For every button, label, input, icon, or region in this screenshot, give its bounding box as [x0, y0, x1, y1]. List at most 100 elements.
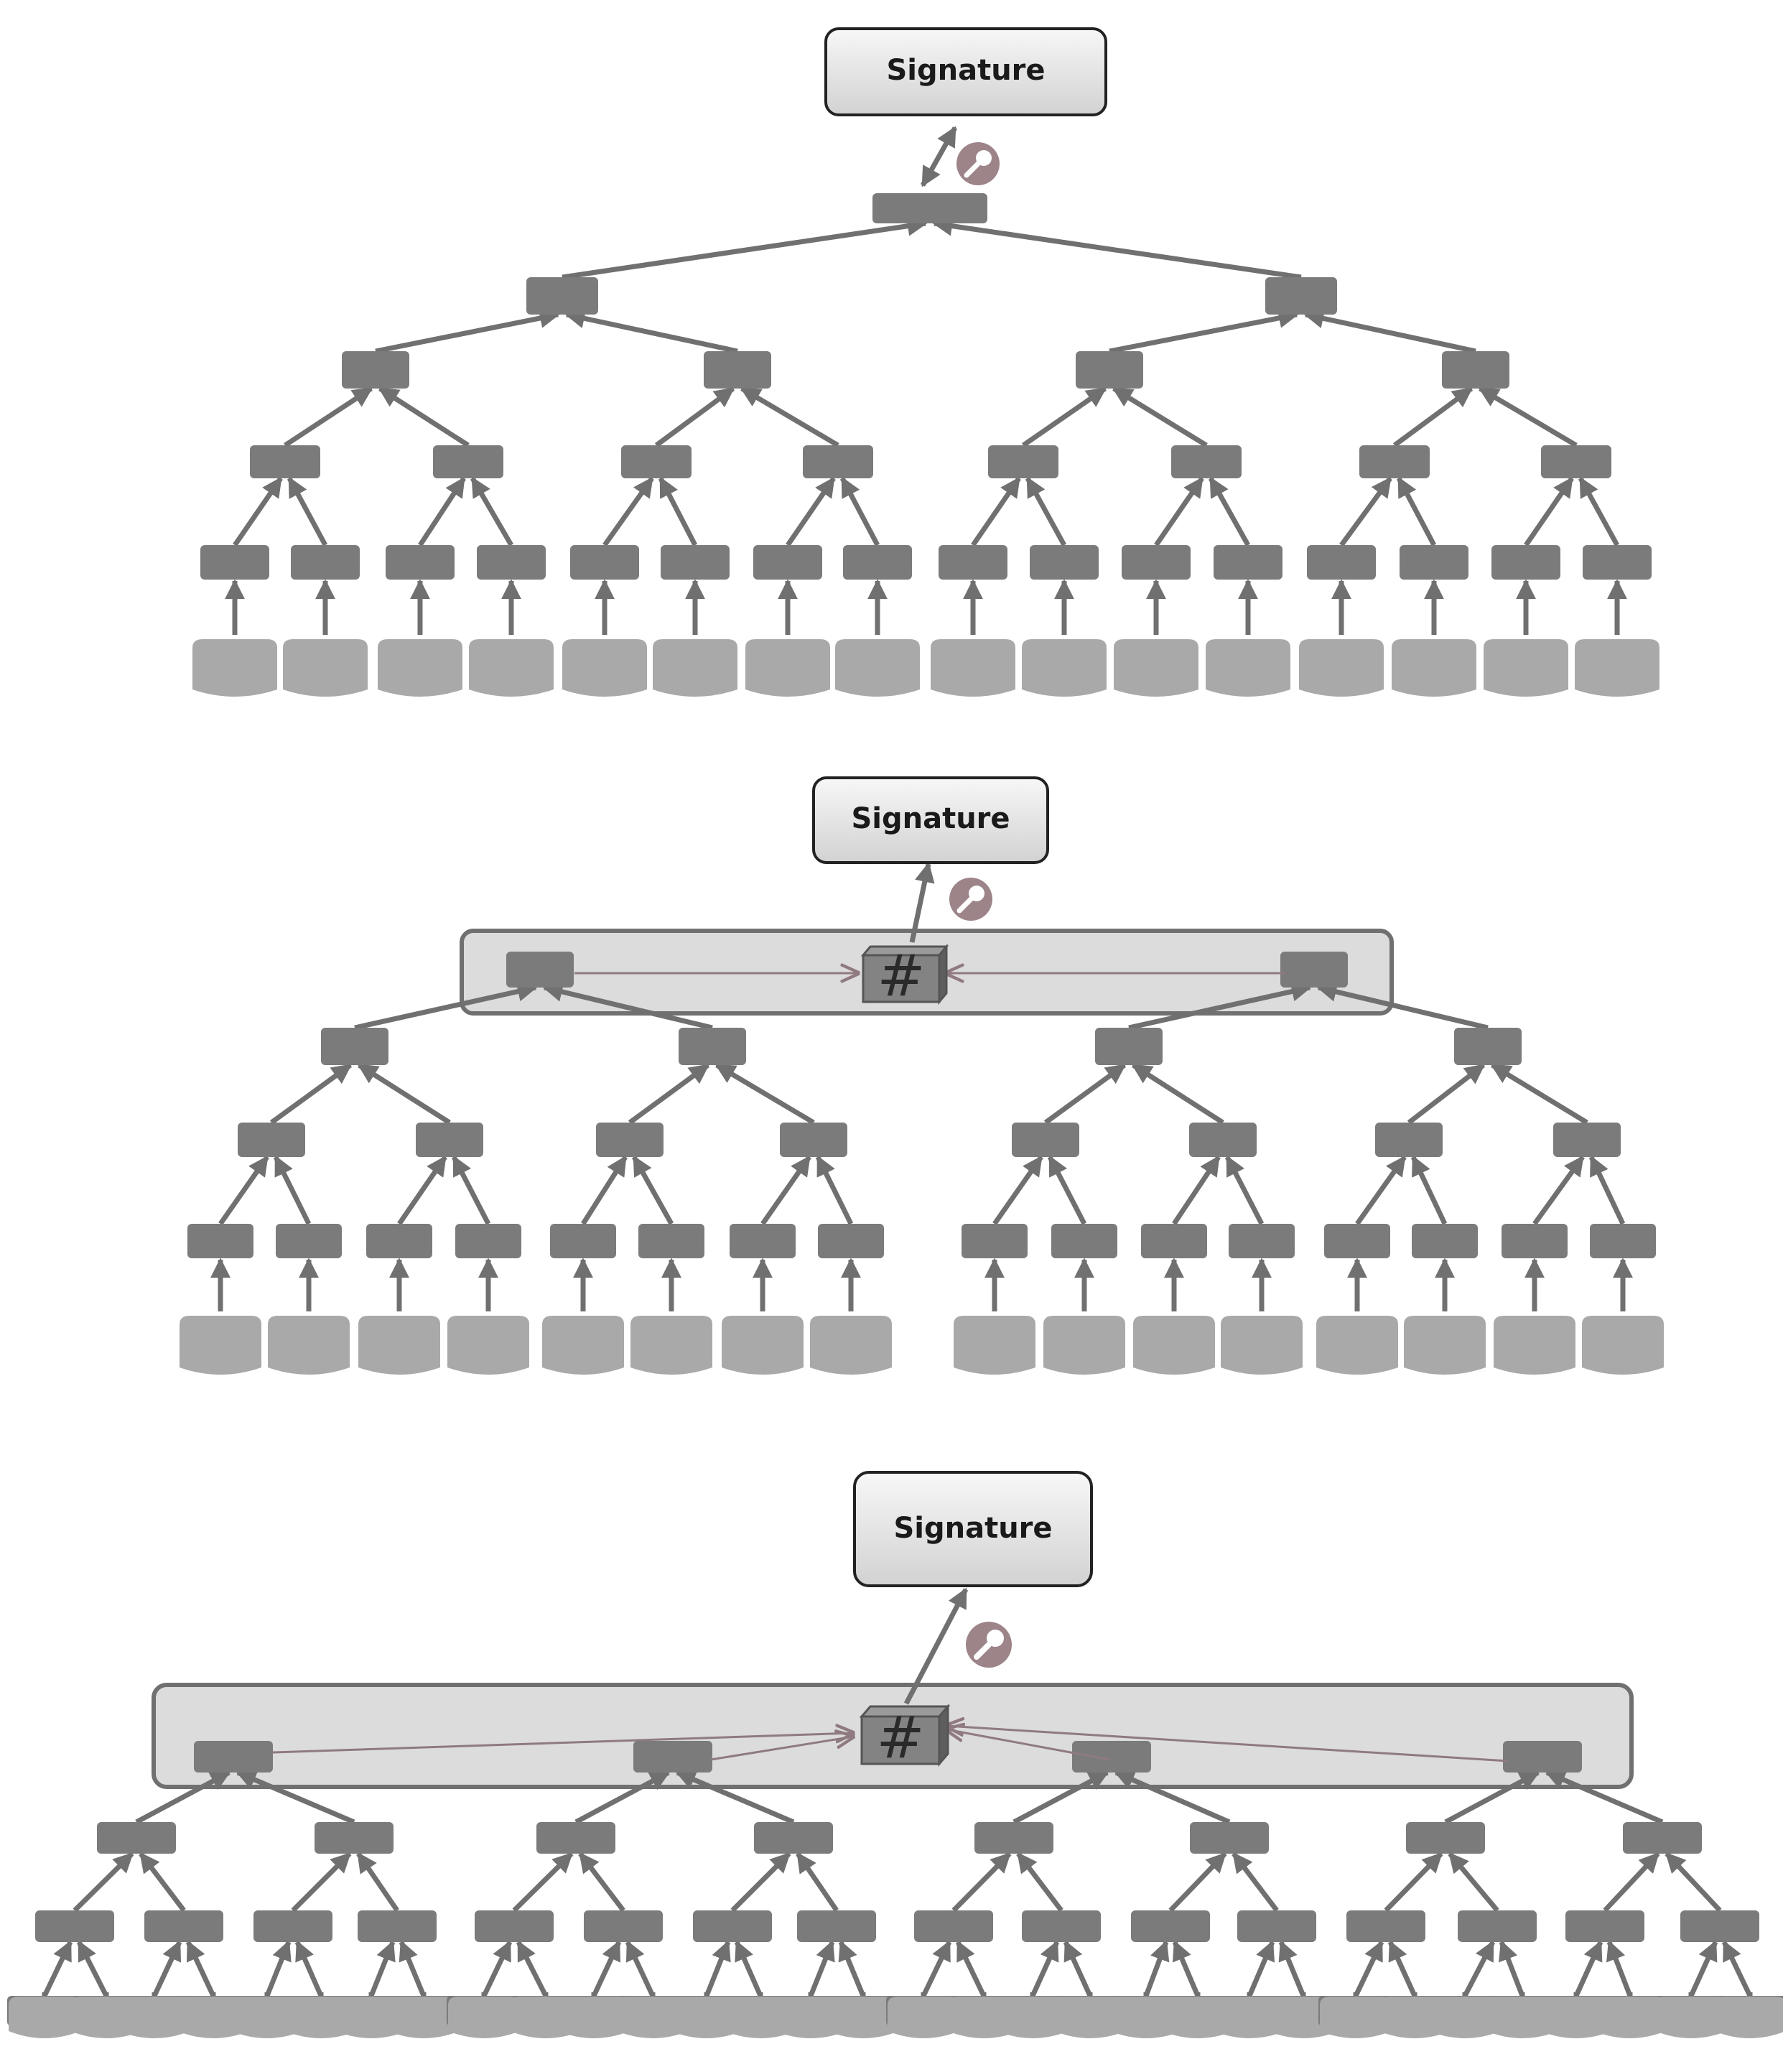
hash-node — [974, 1822, 1053, 1854]
tree-edge — [760, 1155, 811, 1226]
hash-node — [358, 1910, 437, 1942]
data-block — [388, 1997, 460, 2038]
tree-edge — [218, 1155, 269, 1226]
tree-edge — [602, 476, 654, 547]
hash-node — [584, 1910, 663, 1942]
hash-node — [1095, 1028, 1163, 1065]
hash-node — [1502, 1224, 1568, 1258]
tree-edge — [291, 1852, 352, 1913]
hash-symbol: # — [876, 1704, 924, 1771]
tree-edge — [1109, 308, 1299, 354]
hash-node — [1553, 1123, 1621, 1157]
signature-label: Signature — [851, 802, 1010, 835]
hash-node — [506, 952, 574, 988]
hash-node — [638, 1224, 704, 1258]
hash-node — [730, 1224, 796, 1258]
hash-node — [1583, 545, 1652, 580]
hash-node — [621, 445, 692, 478]
hash-link — [272, 1733, 853, 1754]
tree-edge — [397, 1155, 447, 1225]
hash-node — [1324, 1224, 1390, 1258]
tree-edge — [1016, 1852, 1063, 1913]
hash-node — [661, 545, 730, 580]
hash-node — [1590, 1224, 1656, 1258]
tree-edge — [139, 1852, 186, 1913]
hash-node — [1400, 545, 1468, 580]
tree-edge — [786, 476, 836, 547]
tree-edge — [1573, 1940, 1603, 1997]
data-block — [378, 639, 462, 697]
tree-edge — [714, 1062, 815, 1125]
tree-edge — [1578, 476, 1620, 547]
hash-node — [1072, 1741, 1151, 1773]
panel-full-hash-tree: Signature — [192, 27, 1659, 697]
panel-four-subtree-aggregation: # Signature — [7, 1471, 1783, 2038]
tree-edge — [269, 1063, 353, 1125]
tree-edge — [399, 1940, 427, 1997]
tree-edge — [1392, 386, 1474, 447]
signature-link — [903, 1587, 969, 1705]
hash-node — [536, 1822, 615, 1854]
tree-edge — [152, 1940, 182, 1997]
hash-node — [1375, 1123, 1443, 1157]
tree-edge — [1047, 1155, 1087, 1225]
data-block — [118, 1997, 190, 2038]
hash-node — [1190, 1822, 1269, 1854]
tree-edge — [185, 1940, 216, 1997]
signature-box[interactable]: Signature — [824, 27, 1107, 116]
data-block — [1594, 1997, 1666, 2038]
tree-edge — [451, 1155, 491, 1225]
hash-node — [200, 545, 269, 580]
data-block — [1299, 639, 1384, 697]
data-block — [1655, 1997, 1727, 2038]
tree-edge — [574, 1770, 671, 1825]
hash-node — [1623, 1822, 1702, 1854]
hash-node — [1454, 1028, 1522, 1065]
tree-edge — [512, 1852, 574, 1913]
signature-box[interactable]: Signature — [812, 776, 1049, 864]
hash-node — [818, 1224, 884, 1258]
data-block — [469, 639, 554, 697]
hash-node — [914, 1910, 993, 1942]
signature-box[interactable]: Signature — [853, 1471, 1093, 1587]
hash-node — [704, 351, 771, 389]
tree-edge — [1524, 476, 1574, 547]
hash-node — [1229, 1224, 1295, 1258]
hash-node — [939, 545, 1007, 580]
tree-edge — [734, 1940, 763, 1997]
tree-edge — [287, 476, 328, 547]
data-block — [1206, 639, 1290, 697]
hash-node — [1012, 1123, 1079, 1157]
hash-node — [1346, 1910, 1425, 1942]
hash-node — [1022, 1910, 1101, 1942]
hash-node — [315, 1822, 394, 1854]
tree-edge — [1606, 1940, 1633, 1997]
tree-edge — [1407, 1063, 1486, 1125]
hash-node — [872, 193, 987, 223]
hash-link — [946, 1726, 1509, 1762]
tree-edge — [273, 1155, 312, 1225]
tree-edge — [628, 1063, 710, 1125]
data-block — [1404, 1316, 1486, 1375]
hash-node — [475, 1910, 554, 1942]
data-block — [1022, 639, 1107, 697]
tree-edge — [591, 1940, 622, 1997]
hash-node — [1280, 952, 1348, 988]
hash-link — [946, 1729, 1110, 1761]
hash-node — [238, 1123, 305, 1157]
tree-edge — [654, 386, 735, 447]
data-block — [931, 639, 1015, 697]
panel-two-subtree-aggregation: # Signature — [180, 776, 1664, 1375]
key-badge-icon — [949, 878, 992, 921]
hash-node — [1412, 1224, 1478, 1258]
data-block — [810, 1316, 892, 1375]
data-block — [542, 1316, 624, 1375]
hash-node — [1141, 1224, 1207, 1258]
tree-edge — [1387, 1940, 1417, 1997]
hash-node — [988, 445, 1058, 478]
tree-edge — [796, 1852, 839, 1912]
tree-edge — [1353, 1940, 1384, 1997]
tree-edge — [838, 1940, 866, 1997]
tree-edge — [839, 476, 880, 547]
tree-edge — [1114, 1770, 1231, 1825]
